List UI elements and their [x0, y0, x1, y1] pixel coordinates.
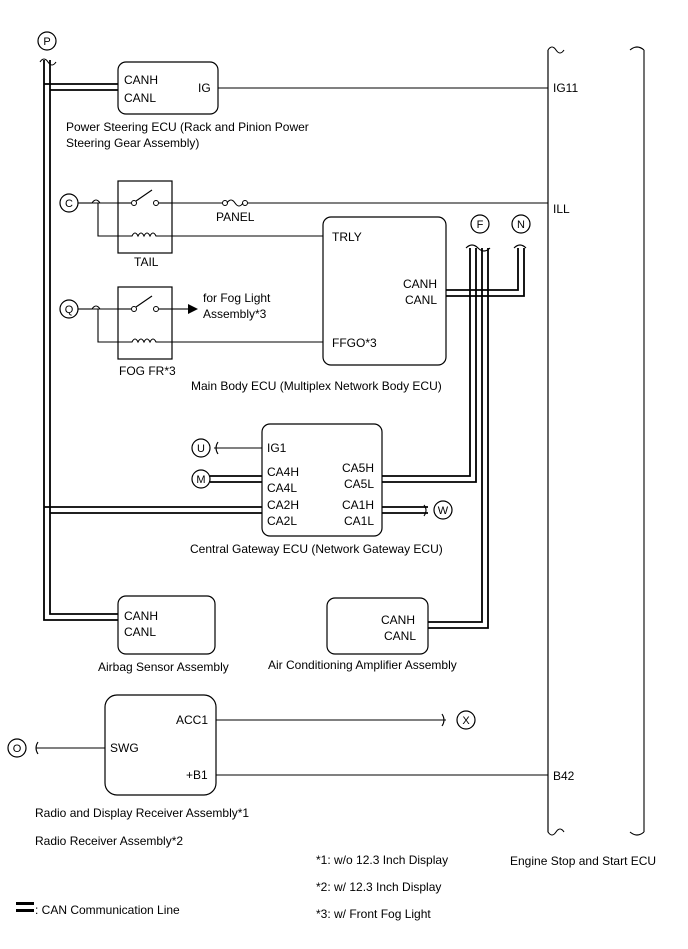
main-body-ecu: TRLY CANH CANL FFGO*3 Main Body ECU (Mul…: [191, 216, 447, 393]
airbag-sensor: CANH CANL Airbag Sensor Assembly: [98, 595, 229, 674]
gw-ig1: IG1: [267, 441, 287, 455]
connector-u: U: [191, 438, 211, 458]
aircon-canh: CANH: [381, 613, 415, 627]
svg-text:F: F: [477, 219, 484, 231]
tail-relay: TAIL: [117, 180, 173, 269]
ps-name-line2: Steering Gear Assembly): [66, 136, 199, 150]
can-bus-wiring: [39, 58, 527, 629]
connector-n: N: [511, 214, 531, 234]
gw-ca2l: CA2L: [267, 514, 297, 528]
radio-acc1: ACC1: [176, 713, 208, 727]
gw-ca2h: CA2H: [267, 498, 299, 512]
mb-ffgo: FFGO*3: [332, 336, 377, 350]
svg-text:U: U: [197, 443, 205, 455]
gw-name: Central Gateway ECU (Network Gateway ECU…: [190, 542, 443, 556]
connector-m: M: [191, 469, 211, 489]
ps-name-line1: Power Steering ECU (Rack and Pinion Powe…: [66, 120, 309, 134]
signal-wiring: [35, 87, 548, 776]
fog-relay: FOG FR*3 for Fog Light Assembly*3: [117, 286, 271, 378]
mb-trly: TRLY: [332, 230, 362, 244]
engine-ecu-b42: B42: [553, 769, 575, 783]
central-gateway-ecu: IG1 CA4H CA4L CA2H CA2L CA5H CA5L CA1H C…: [190, 423, 443, 556]
power-steering-ecu: CANH CANL IG Power Steering ECU (Rack an…: [66, 61, 309, 150]
airbag-canh: CANH: [124, 609, 158, 623]
svg-text:X: X: [462, 715, 470, 727]
airbag-name: Airbag Sensor Assembly: [98, 660, 229, 674]
ps-canh: CANH: [124, 73, 158, 87]
gw-ca4l: CA4L: [267, 481, 297, 495]
engine-ecu-name: Engine Stop and Start ECU: [510, 854, 656, 868]
svg-text:C: C: [65, 198, 73, 210]
mb-canl: CANL: [405, 293, 437, 307]
gw-ca1l: CA1L: [344, 514, 374, 528]
gw-ca4h: CA4H: [267, 465, 299, 479]
gw-ca5l: CA5L: [344, 477, 374, 491]
tail-relay-label: TAIL: [134, 255, 159, 269]
gw-ca5h: CA5H: [342, 461, 374, 475]
svg-text:P: P: [43, 36, 50, 48]
mb-canh: CANH: [403, 277, 437, 291]
svg-text:O: O: [13, 743, 22, 755]
fog-output-line2: Assembly*3: [203, 307, 267, 321]
legend: : CAN Communication Line: [16, 902, 180, 917]
radio-receiver: ACC1 SWG +B1 Radio and Display Receiver …: [35, 694, 249, 848]
svg-text:W: W: [438, 505, 449, 517]
engine-ecu-ig11: IG11: [553, 81, 578, 95]
aircon-name: Air Conditioning Amplifier Assembly: [268, 658, 457, 672]
panel-fuse: PANEL: [216, 199, 255, 224]
connector-f: F: [470, 214, 490, 234]
radio-name-line2: Radio Receiver Assembly*2: [35, 834, 183, 848]
svg-text:Q: Q: [65, 304, 74, 316]
svg-text:M: M: [196, 474, 205, 486]
radio-b1: +B1: [186, 768, 208, 782]
footnotes: *1: w/o 12.3 Inch Display *2: w/ 12.3 In…: [316, 853, 448, 921]
note-3: *3: w/ Front Fog Light: [316, 907, 431, 921]
gw-ca1h: CA1H: [342, 498, 374, 512]
note-1: *1: w/o 12.3 Inch Display: [316, 853, 448, 867]
engine-ecu: IG11 ILL B42 Engine Stop and Start ECU: [510, 46, 656, 868]
ps-canl: CANL: [124, 91, 156, 105]
fog-relay-label: FOG FR*3: [119, 364, 176, 378]
note-2: *2: w/ 12.3 Inch Display: [316, 880, 441, 894]
radio-name-line1: Radio and Display Receiver Assembly*1: [35, 806, 249, 820]
connector-c: C: [59, 193, 92, 213]
legend-line-icon: [16, 902, 34, 905]
svg-text:N: N: [517, 219, 525, 231]
mb-name: Main Body ECU (Multiplex Network Body EC…: [191, 379, 442, 393]
connector-q: Q: [59, 299, 92, 319]
connector-o: O: [7, 738, 27, 758]
connector-p: P: [37, 31, 57, 51]
airbag-canl: CANL: [124, 625, 156, 639]
connector-x: X: [456, 710, 476, 730]
connector-w: W: [433, 500, 453, 520]
panel-fuse-label: PANEL: [216, 210, 255, 224]
legend-label: : CAN Communication Line: [35, 903, 180, 917]
radio-swg: SWG: [110, 741, 139, 755]
aircon-amplifier: CANH CANL Air Conditioning Amplifier Ass…: [268, 597, 457, 672]
engine-ecu-ill: ILL: [553, 202, 570, 216]
aircon-canl: CANL: [384, 629, 416, 643]
fog-output-line1: for Fog Light: [203, 291, 271, 305]
ps-ig: IG: [198, 81, 211, 95]
